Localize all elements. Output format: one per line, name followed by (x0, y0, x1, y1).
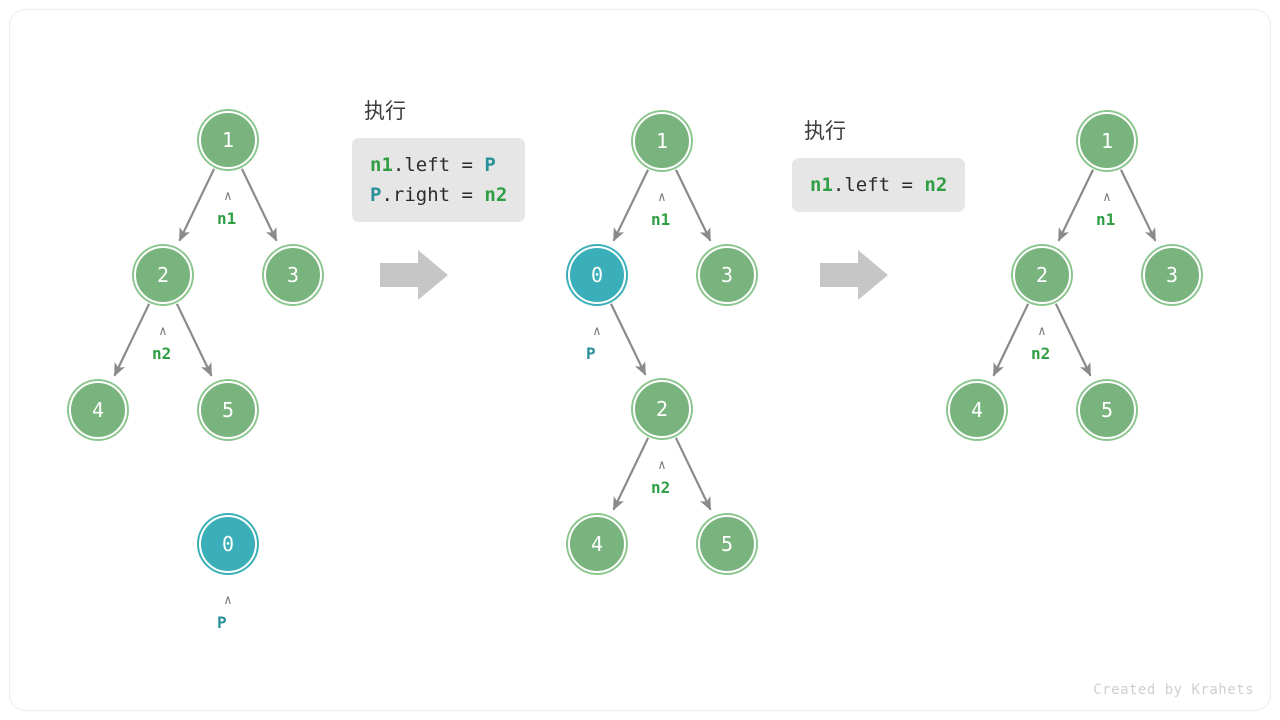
code-token: n2 (924, 174, 948, 196)
pointer-caret-icon: ∧ (658, 190, 666, 205)
code-snippet-box: n1.left = n2 (792, 158, 966, 212)
pointer-label-n2: n2 (1031, 344, 1051, 363)
pointer-label-n2: n2 (651, 478, 671, 497)
pointer-caret-icon: ∧ (159, 324, 167, 339)
tree-node-0[interactable]: 0 (199, 515, 257, 573)
code-token: n1 (370, 154, 393, 176)
tree-node-1[interactable]: 1 (633, 112, 691, 170)
pointer-label-n1: n1 (651, 210, 671, 229)
tree-node-2[interactable]: 2 (1013, 246, 1071, 304)
pointer-caret-icon: ∧ (224, 189, 232, 204)
code-line: P.right = n2 (370, 180, 507, 210)
pointer-caret-icon: ∧ (1038, 324, 1046, 339)
tree-node-4[interactable]: 4 (69, 381, 127, 439)
tree-node-1[interactable]: 1 (199, 111, 257, 169)
pointer-label-n1: n1 (1096, 210, 1116, 229)
tree-node-3[interactable]: 3 (698, 246, 756, 304)
tree-node-5[interactable]: 5 (698, 515, 756, 573)
code-token: n2 (484, 184, 508, 206)
exec-caption: 执行 (804, 119, 846, 143)
credit-text: Created by Krahets (1093, 682, 1254, 698)
tree-node-5[interactable]: 5 (199, 381, 257, 439)
pointer-caret-icon: ∧ (224, 593, 232, 608)
tree-node-0[interactable]: 0 (568, 246, 626, 304)
code-line: n1.left = n2 (810, 170, 947, 200)
tree-node-5[interactable]: 5 (1078, 381, 1136, 439)
pointer-label-P: P (586, 344, 596, 363)
tree-node-4[interactable]: 4 (948, 381, 1006, 439)
tree-node-2[interactable]: 2 (134, 246, 192, 304)
code-token: .right = (381, 184, 485, 206)
pointer-caret-icon: ∧ (1103, 190, 1111, 205)
exec-caption: 执行 (364, 99, 406, 123)
pointer-label-n2: n2 (152, 344, 172, 363)
tree-node-2[interactable]: 2 (633, 380, 691, 438)
tree-node-4[interactable]: 4 (568, 515, 626, 573)
pointer-caret-icon: ∧ (593, 324, 601, 339)
tree-node-3[interactable]: 3 (1143, 246, 1201, 304)
pointer-caret-icon: ∧ (658, 458, 666, 473)
tree-node-3[interactable]: 3 (264, 246, 322, 304)
code-token: P (370, 184, 382, 206)
code-line: n1.left = P (370, 150, 507, 180)
pointer-label-P: P (217, 613, 227, 632)
tree-node-1[interactable]: 1 (1078, 112, 1136, 170)
code-token: n1 (810, 174, 833, 196)
code-token: .left = (832, 174, 925, 196)
code-token: P (484, 154, 496, 176)
pointer-label-n1: n1 (217, 209, 237, 228)
card-frame (9, 9, 1271, 711)
code-token: .left = (392, 154, 485, 176)
